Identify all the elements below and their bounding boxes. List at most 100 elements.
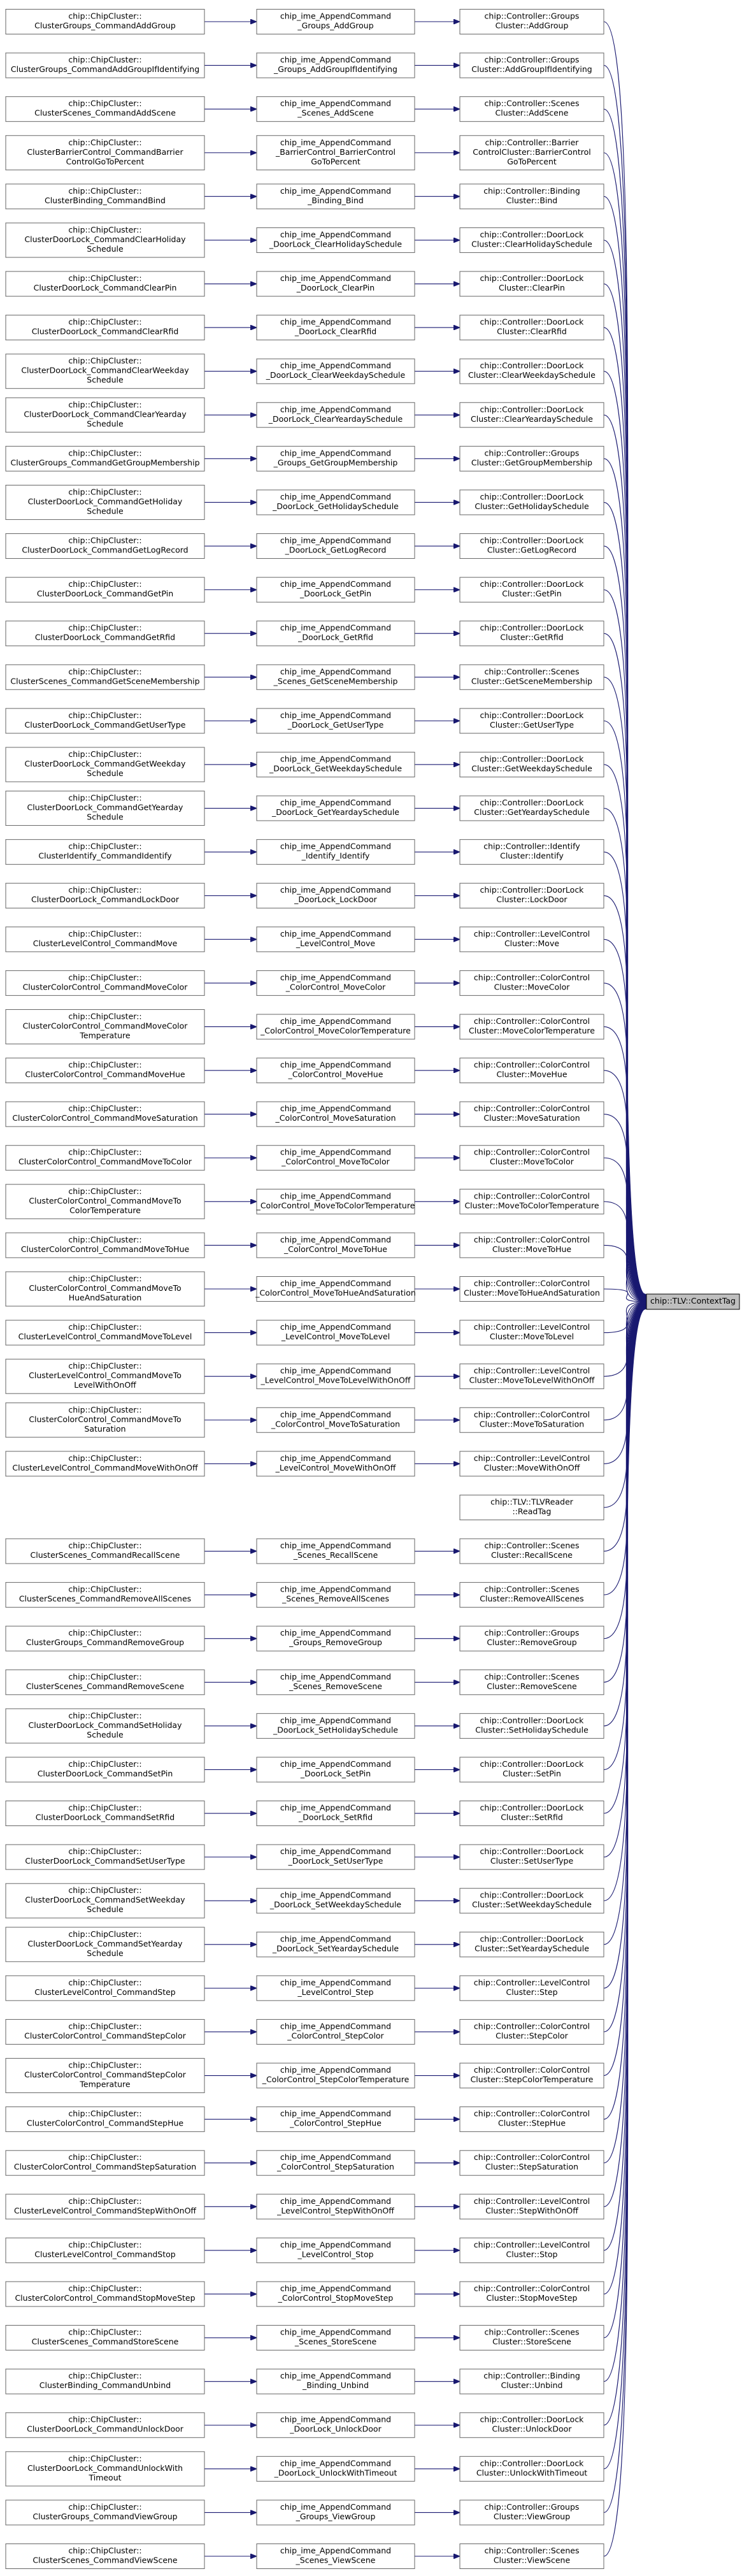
append-command-node[interactable]: chip_ime_AppendCommand_DoorLock_GetPin bbox=[256, 577, 415, 603]
append-command-node[interactable]: chip_ime_AppendCommand_ColorControl_Move… bbox=[256, 1232, 415, 1258]
controller-node[interactable]: chip::Controller::ColorControlCluster::M… bbox=[459, 1276, 604, 1302]
controller-node[interactable]: chip::Controller::DoorLockCluster::Clear… bbox=[459, 315, 604, 341]
append-command-node[interactable]: chip_ime_AppendCommand_Scenes_AddScene bbox=[256, 96, 415, 122]
caller-node[interactable]: chip::ChipCluster::ClusterDoorLock_Comma… bbox=[5, 397, 205, 433]
controller-node[interactable]: chip::Controller::ColorControlCluster::M… bbox=[459, 1145, 604, 1171]
caller-node[interactable]: chip::ChipCluster::ClusterDoorLock_Comma… bbox=[5, 791, 205, 826]
controller-node[interactable]: chip::Controller::DoorLockCluster::Clear… bbox=[459, 402, 604, 428]
append-command-node[interactable]: chip_ime_AppendCommand_ColorControl_Move… bbox=[256, 1188, 415, 1214]
append-command-node[interactable]: chip_ime_AppendCommand_DoorLock_SetYeard… bbox=[256, 1931, 415, 1957]
caller-node[interactable]: chip::ChipCluster::ClusterBinding_Comman… bbox=[5, 183, 205, 210]
append-command-node[interactable]: chip_ime_AppendCommand_Binding_Bind bbox=[256, 183, 415, 210]
controller-node[interactable]: chip::Controller::DoorLockCluster::GetLo… bbox=[459, 533, 604, 559]
caller-node[interactable]: chip::ChipCluster::ClusterDoorLock_Comma… bbox=[5, 1708, 205, 1744]
append-command-node[interactable]: chip_ime_AppendCommand_DoorLock_GetUserT… bbox=[256, 708, 415, 734]
controller-node[interactable]: chip::Controller::ScenesCluster::StoreSc… bbox=[459, 2325, 604, 2351]
controller-node[interactable]: chip::Controller::ColorControlCluster::S… bbox=[459, 2018, 604, 2045]
controller-node[interactable]: chip::Controller::BarrierControlCluster:… bbox=[459, 135, 604, 171]
controller-node[interactable]: chip::Controller::GroupsCluster::RemoveG… bbox=[459, 1625, 604, 1651]
append-command-node[interactable]: chip_ime_AppendCommand_DoorLock_ClearPin bbox=[256, 271, 415, 297]
controller-node[interactable]: chip::Controller::DoorLockCluster::GetWe… bbox=[459, 751, 604, 777]
caller-node[interactable]: chip::ChipCluster::ClusterColorControl_C… bbox=[5, 1009, 205, 1044]
controller-node[interactable]: chip::Controller::DoorLockCluster::GetHo… bbox=[459, 489, 604, 515]
caller-node[interactable]: chip::ChipCluster::ClusterBarrierControl… bbox=[5, 135, 205, 171]
caller-node[interactable]: chip::ChipCluster::ClusterColorControl_C… bbox=[5, 1184, 205, 1220]
controller-node[interactable]: chip::Controller::DoorLockCluster::Clear… bbox=[459, 271, 604, 297]
caller-node[interactable]: chip::ChipCluster::ClusterScenes_Command… bbox=[5, 1538, 205, 1564]
caller-node[interactable]: chip::ChipCluster::ClusterScenes_Command… bbox=[5, 1669, 205, 1695]
controller-node[interactable]: chip::Controller::ColorControlCluster::M… bbox=[459, 1014, 604, 1040]
caller-node[interactable]: chip::ChipCluster::ClusterDoorLock_Comma… bbox=[5, 1757, 205, 1783]
append-command-node[interactable]: chip_ime_AppendCommand_LevelControl_Step bbox=[256, 1975, 415, 2001]
caller-node[interactable]: chip::ChipCluster::ClusterColorControl_C… bbox=[5, 2018, 205, 2045]
caller-node[interactable]: chip::ChipCluster::ClusterScenes_Command… bbox=[5, 2544, 205, 2569]
controller-node[interactable]: chip::Controller::ColorControlCluster::S… bbox=[459, 2106, 604, 2133]
caller-node[interactable]: chip::ChipCluster::ClusterGroups_Command… bbox=[5, 1625, 205, 1651]
append-command-node[interactable]: chip_ime_AppendCommand_DoorLock_GetHolid… bbox=[256, 489, 415, 515]
caller-node[interactable]: chip::ChipCluster::ClusterGroups_Command… bbox=[5, 2500, 205, 2526]
caller-node[interactable]: chip::ChipCluster::ClusterLevelControl_C… bbox=[5, 1320, 205, 1346]
caller-node[interactable]: chip::ChipCluster::ClusterColorControl_C… bbox=[5, 2281, 205, 2307]
caller-node[interactable]: chip::ChipCluster::ClusterColorControl_C… bbox=[5, 1402, 205, 1438]
controller-node[interactable]: chip::Controller::ColorControlCluster::M… bbox=[459, 1188, 604, 1214]
caller-node[interactable]: chip::ChipCluster::ClusterScenes_Command… bbox=[5, 2325, 205, 2351]
controller-node[interactable]: chip::Controller::ScenesCluster::ViewSce… bbox=[459, 2544, 604, 2569]
append-command-node[interactable]: chip_ime_AppendCommand_ColorControl_Step… bbox=[256, 2150, 415, 2176]
controller-node[interactable]: chip::Controller::ColorControlCluster::M… bbox=[459, 970, 604, 996]
controller-node[interactable]: chip::Controller::ScenesCluster::RecallS… bbox=[459, 1538, 604, 1564]
controller-node[interactable]: chip::Controller::DoorLockCluster::SetPi… bbox=[459, 1757, 604, 1783]
controller-node[interactable]: chip::Controller::LevelControlCluster::M… bbox=[459, 1320, 604, 1346]
append-command-node[interactable]: chip_ime_AppendCommand_DoorLock_SetPin bbox=[256, 1757, 415, 1783]
controller-node[interactable]: chip::Controller::DoorLockCluster::SetUs… bbox=[459, 1844, 604, 1870]
append-command-node[interactable]: chip_ime_AppendCommand_DoorLock_GetWeekd… bbox=[256, 751, 415, 777]
controller-node[interactable]: chip::Controller::ColorControlCluster::S… bbox=[459, 2281, 604, 2307]
controller-node[interactable]: chip::Controller::ColorControlCluster::S… bbox=[459, 2150, 604, 2176]
caller-node[interactable]: chip::ChipCluster::ClusterColorControl_C… bbox=[5, 2106, 205, 2133]
caller-node[interactable]: chip::ChipCluster::ClusterLevelControl_C… bbox=[5, 926, 205, 953]
caller-node[interactable]: chip::ChipCluster::ClusterDoorLock_Comma… bbox=[5, 621, 205, 647]
caller-node[interactable]: chip::ChipCluster::ClusterColorControl_C… bbox=[5, 1271, 205, 1307]
caller-node[interactable]: chip::ChipCluster::ClusterBinding_Comman… bbox=[5, 2368, 205, 2394]
append-command-node[interactable]: chip_ime_AppendCommand_ColorControl_Move… bbox=[256, 970, 415, 996]
caller-node[interactable]: chip::ChipCluster::ClusterLevelControl_C… bbox=[5, 1975, 205, 2001]
append-command-node[interactable]: chip_ime_AppendCommand_DoorLock_ClearWee… bbox=[256, 358, 415, 384]
append-command-node[interactable]: chip_ime_AppendCommand_ColorControl_Move… bbox=[256, 1145, 415, 1171]
controller-node[interactable]: chip::Controller::LevelControlCluster::S… bbox=[459, 2237, 604, 2263]
caller-node[interactable]: chip::ChipCluster::ClusterDoorLock_Comma… bbox=[5, 1801, 205, 1827]
append-command-node[interactable]: chip_ime_AppendCommand_DoorLock_SetHolid… bbox=[256, 1713, 415, 1739]
caller-node[interactable]: chip::ChipCluster::ClusterLevelControl_C… bbox=[5, 1358, 205, 1394]
caller-node[interactable]: chip::ChipCluster::ClusterDoorLock_Comma… bbox=[5, 222, 205, 258]
append-command-node[interactable]: chip_ime_AppendCommand_DoorLock_ClearYea… bbox=[256, 402, 415, 428]
caller-node[interactable]: chip::ChipCluster::ClusterDoorLock_Comma… bbox=[5, 1844, 205, 1870]
append-command-node[interactable]: chip_ime_AppendCommand_Scenes_GetSceneMe… bbox=[256, 664, 415, 690]
append-command-node[interactable]: chip_ime_AppendCommand_ColorControl_Step… bbox=[256, 2062, 415, 2089]
append-command-node[interactable]: chip_ime_AppendCommand_LevelControl_Move… bbox=[256, 1320, 415, 1346]
controller-node[interactable]: chip::Controller::GroupsCluster::ViewGro… bbox=[459, 2500, 604, 2526]
controller-node[interactable]: chip::Controller::ScenesCluster::AddScen… bbox=[459, 96, 604, 122]
append-command-node[interactable]: chip_ime_AppendCommand_Scenes_RemoveScen… bbox=[256, 1669, 415, 1695]
append-command-node[interactable]: chip_ime_AppendCommand_BarrierControl_Ba… bbox=[256, 135, 415, 171]
caller-node[interactable]: chip::ChipCluster::ClusterDoorLock_Comma… bbox=[5, 2412, 205, 2438]
append-command-node[interactable]: chip_ime_AppendCommand_LevelControl_Step… bbox=[256, 2194, 415, 2220]
caller-node[interactable]: chip::ChipCluster::ClusterDoorLock_Comma… bbox=[5, 315, 205, 341]
controller-node[interactable]: chip::Controller::ColorControlCluster::M… bbox=[459, 1232, 604, 1258]
append-command-node[interactable]: chip_ime_AppendCommand_Scenes_StoreScene bbox=[256, 2325, 415, 2351]
append-command-node[interactable]: chip_ime_AppendCommand_DoorLock_UnlockDo… bbox=[256, 2412, 415, 2438]
controller-node[interactable]: chip::Controller::DoorLockCluster::Clear… bbox=[459, 358, 604, 384]
caller-node[interactable]: chip::ChipCluster::ClusterScenes_Command… bbox=[5, 96, 205, 122]
caller-node[interactable]: chip::ChipCluster::ClusterColorControl_C… bbox=[5, 1145, 205, 1171]
append-command-node[interactable]: chip_ime_AppendCommand_Groups_RemoveGrou… bbox=[256, 1625, 415, 1651]
caller-node[interactable]: chip::ChipCluster::ClusterGroups_Command… bbox=[5, 445, 205, 471]
append-command-node[interactable]: chip_ime_AppendCommand_ColorControl_Move… bbox=[256, 1058, 415, 1084]
append-command-node[interactable]: chip_ime_AppendCommand_ColorControl_Move… bbox=[255, 1276, 416, 1302]
append-command-node[interactable]: chip_ime_AppendCommand_ColorControl_Move… bbox=[256, 1407, 415, 1433]
caller-node[interactable]: chip::ChipCluster::ClusterScenes_Command… bbox=[5, 664, 205, 690]
controller-node[interactable]: chip::TLV::TLVReader::ReadTag bbox=[459, 1494, 604, 1520]
controller-node[interactable]: chip::Controller::GroupsCluster::AddGrou… bbox=[459, 52, 604, 78]
caller-node[interactable]: chip::ChipCluster::ClusterDoorLock_Comma… bbox=[5, 2451, 205, 2487]
controller-node[interactable]: chip::Controller::ColorControlCluster::M… bbox=[459, 1407, 604, 1433]
controller-node[interactable]: chip::Controller::ScenesCluster::GetScen… bbox=[459, 664, 604, 690]
controller-node[interactable]: chip::Controller::LevelControlCluster::S… bbox=[459, 2194, 604, 2220]
